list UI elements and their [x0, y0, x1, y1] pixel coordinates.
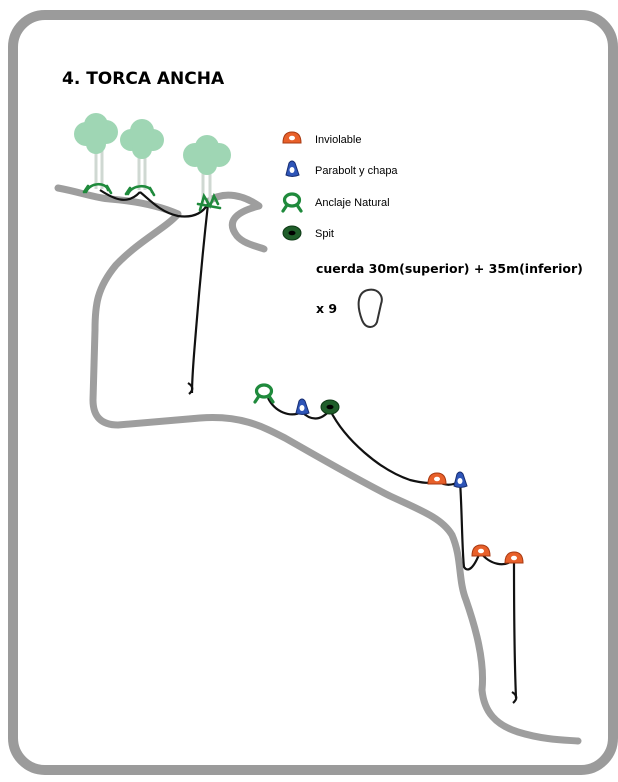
diagram-title: 4. TORCA ANCHA — [62, 69, 225, 89]
inviolable-anchor-icon — [504, 551, 524, 564]
rope-end-knot — [187, 382, 194, 395]
carabiner-count: x 9 — [316, 301, 337, 316]
legend-label: Spit — [315, 228, 334, 240]
upper-rope — [99, 189, 210, 394]
legend-item-inviolable: Inviolable — [282, 131, 361, 146]
spit-icon — [320, 399, 340, 415]
inviolable-anchor-icon — [427, 472, 447, 485]
legend: Inviolable Parabolt y chapa Anclaje Natu… — [281, 131, 398, 241]
legend-label: Inviolable — [315, 134, 361, 146]
legend-item-natural: Anclaje Natural — [281, 192, 390, 213]
legend-item-spit: Spit — [282, 225, 334, 241]
tree — [74, 113, 118, 189]
legend-label: Anclaje Natural — [315, 197, 390, 209]
natural-anchor-on-tree — [82, 182, 222, 212]
inviolable-anchor-icon — [282, 131, 302, 144]
rope-length-info: cuerda 30m(superior) + 35m(inferior) — [316, 261, 583, 276]
tree — [120, 119, 164, 190]
inviolable-anchor-icon — [471, 544, 491, 557]
tree — [183, 135, 231, 205]
carabiner-icon — [357, 288, 383, 328]
legend-item-parabolt: Parabolt y chapa — [285, 160, 398, 177]
legend-label: Parabolt y chapa — [315, 165, 398, 177]
spit-icon — [282, 225, 302, 241]
rope-end-knot — [511, 691, 518, 704]
